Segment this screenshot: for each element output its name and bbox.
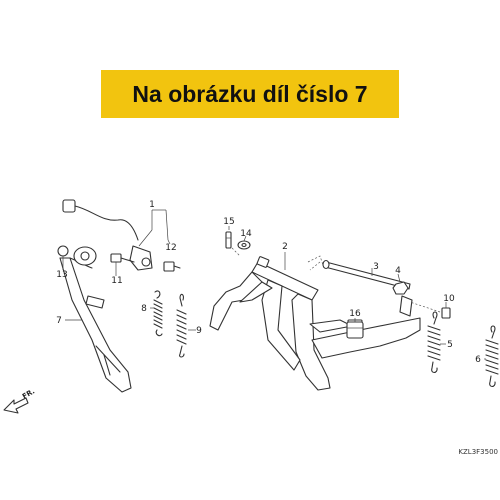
- front-label: FR.: [21, 387, 36, 400]
- part-4-nut: [392, 281, 409, 295]
- leader-lines: [62, 226, 486, 360]
- part-2-main-stand: [209, 247, 421, 391]
- part-16-bracket: [346, 321, 364, 339]
- banner-text: Na obrázku díl číslo 7: [132, 80, 368, 107]
- part-number-banner: Na obrázku díl číslo 7: [101, 70, 399, 118]
- part-13-nut: [57, 245, 69, 266]
- part-7-stand-lever: [59, 246, 132, 393]
- part-3-shaft: [309, 259, 411, 290]
- callout-15: 15: [223, 217, 234, 227]
- callout-14: 14: [240, 229, 252, 239]
- callout-labels: 1 2 3 4 5 6 7 8 9 10 11 12 13 14 15 16: [56, 200, 481, 365]
- callout-7: 7: [56, 316, 62, 326]
- front-arrow-icon: [3, 397, 29, 414]
- callout-13: 13: [56, 270, 67, 280]
- part-12-bolt: [163, 261, 181, 272]
- callout-5: 5: [447, 340, 453, 350]
- callout-3: 3: [373, 262, 379, 272]
- part-8-spring: [153, 290, 163, 337]
- callout-2: 2: [282, 242, 288, 252]
- part-10-pin: [399, 295, 451, 319]
- callout-10: 10: [443, 294, 455, 304]
- callout-6: 6: [475, 355, 481, 365]
- callout-9: 9: [196, 326, 202, 336]
- callout-16: 16: [349, 309, 361, 319]
- front-direction-indicator: FR.: [3, 387, 36, 414]
- part-6-spring: [485, 325, 499, 388]
- callout-8: 8: [141, 304, 147, 314]
- callout-11: 11: [111, 276, 122, 286]
- part-1-switch-assembly: [62, 199, 169, 271]
- callout-1: 1: [149, 200, 155, 210]
- part-9-spring: [176, 293, 187, 358]
- part-15-pin: [225, 231, 232, 249]
- callout-12: 12: [165, 243, 176, 253]
- part-5-spring: [427, 311, 441, 374]
- diagram-code: KZL3F3500: [458, 448, 498, 456]
- callout-4: 4: [395, 266, 401, 276]
- part-14-washer: [237, 240, 251, 250]
